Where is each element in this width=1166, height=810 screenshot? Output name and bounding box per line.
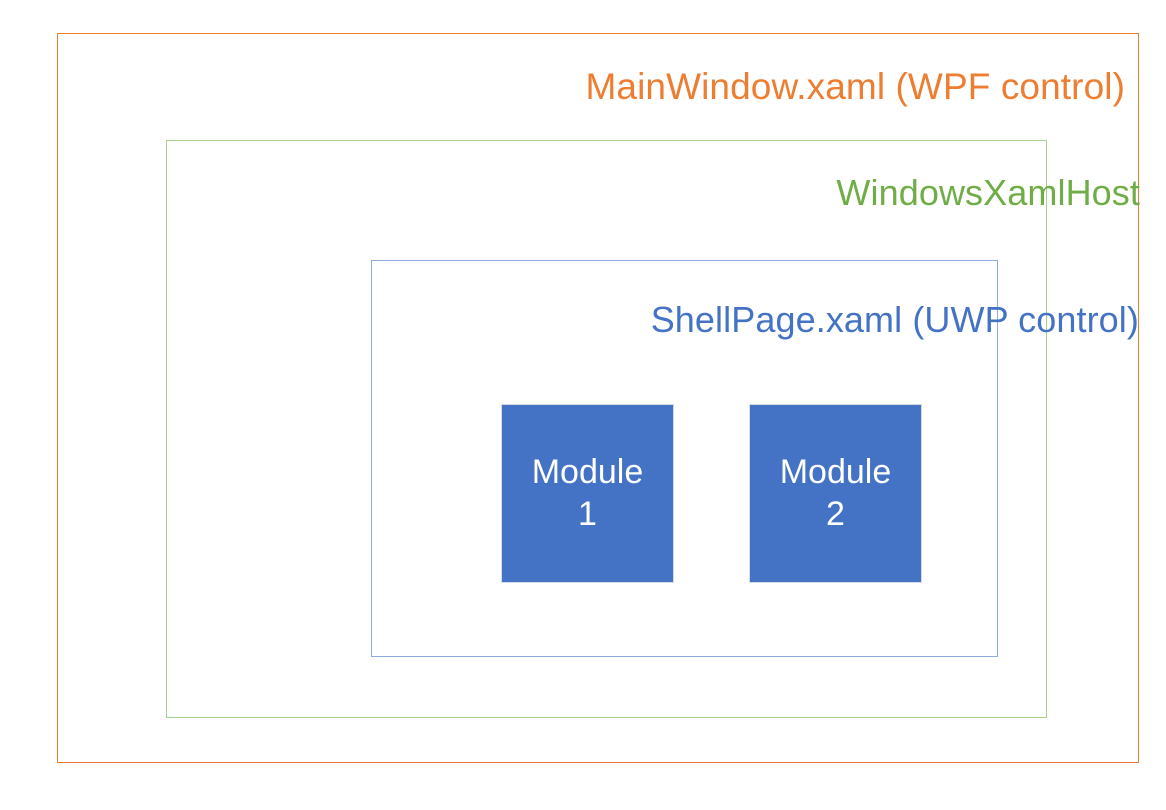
layer-label-mainwindow: MainWindow.xaml (WPF control): [585, 66, 1125, 107]
layer-box-windowsxamlhost: [166, 140, 1047, 718]
layer-box-mainwindow: [57, 33, 1139, 763]
module-block-2-name: Module: [779, 452, 892, 491]
module-block-1-name: Module: [531, 452, 644, 491]
module-block-1-index: 1: [578, 494, 597, 533]
module-block-1: Module 1: [501, 404, 674, 583]
module-block-2-index: 2: [826, 494, 845, 533]
layer-label-shellpage: ShellPage.xaml (UWP control): [650, 299, 1139, 340]
layer-box-shellpage: [371, 260, 998, 657]
layer-label-windowsxamlhost: WindowsXamlHost: [836, 172, 1140, 213]
module-block-2: Module 2: [749, 404, 922, 583]
